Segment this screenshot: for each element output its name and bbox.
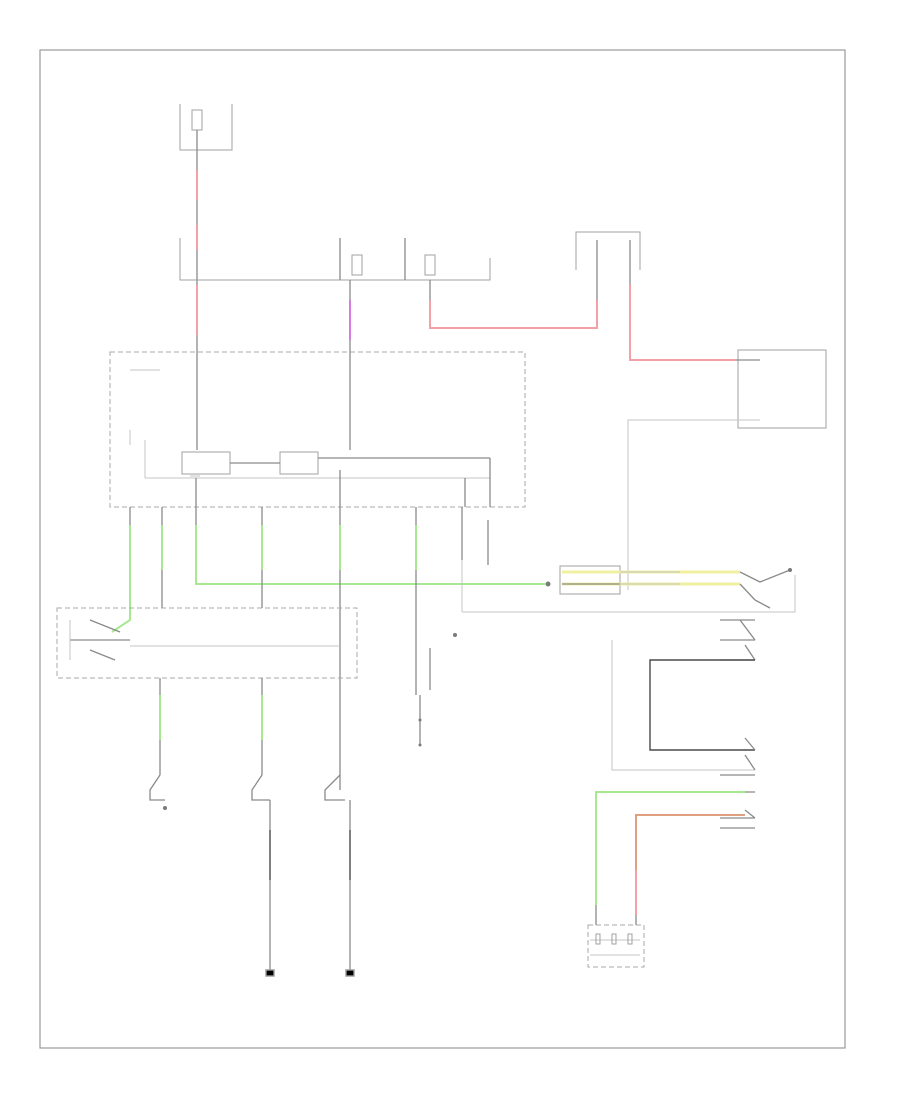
wires-lower-right: [595, 791, 745, 925]
fuse-block-right: [575, 231, 735, 361]
fuse-block-left: [179, 104, 233, 151]
connector-lower-right: [587, 924, 645, 968]
control-module: [109, 351, 526, 508]
seat-sensor-switches: [611, 568, 792, 829]
harness-connector: [461, 560, 796, 613]
diagram-frame: [39, 49, 846, 1049]
sensor-lower-middle: [418, 633, 457, 747]
wire-pink-right: [429, 270, 598, 329]
switch-module-left: [56, 607, 358, 679]
component-right-upper: [627, 349, 827, 590]
wires-lower-left: [149, 678, 355, 977]
fuse-block-middle: [179, 238, 491, 281]
module-output-wires: [111, 470, 545, 790]
